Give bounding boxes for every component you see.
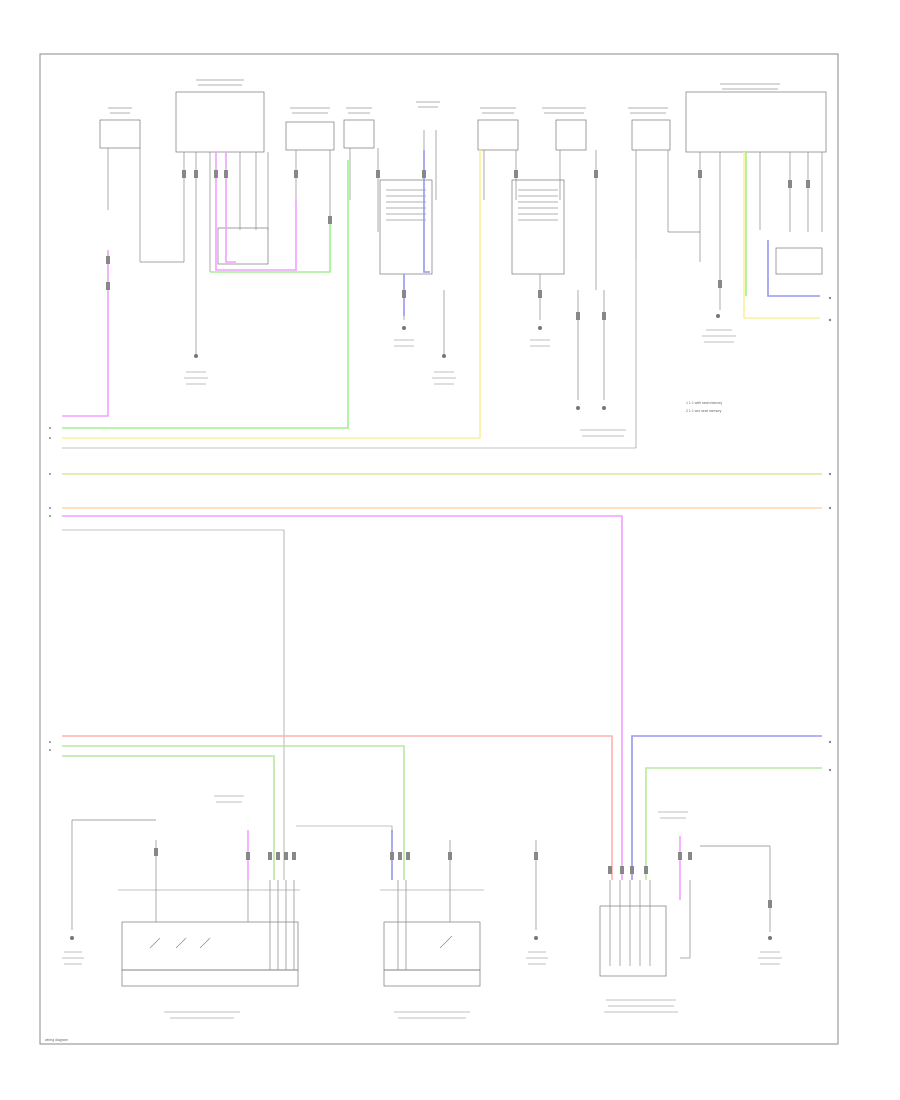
switch-1 (99, 119, 141, 149)
switch-7 (631, 119, 671, 151)
module-2 (511, 179, 565, 275)
module-1 (379, 179, 433, 275)
top-components (62, 79, 827, 449)
legend-item-1: 1 1.1 with seat memory (686, 401, 722, 405)
switch-6 (555, 119, 587, 151)
switch-4 (343, 119, 375, 149)
legend-item-2: 2 1.1 w/o seat memory (686, 409, 722, 413)
diagram-frame (39, 53, 839, 1045)
bottom-components (62, 795, 782, 1019)
switch-2 (175, 91, 265, 153)
switch-8 (685, 91, 827, 153)
bus-wires (62, 473, 822, 880)
switch-5 (477, 119, 519, 151)
lower-wires (62, 735, 822, 900)
frame-label: wiring diagram (45, 1038, 68, 1042)
switch-3 (285, 121, 335, 151)
module-4 (775, 247, 823, 275)
module-3 (217, 227, 269, 265)
